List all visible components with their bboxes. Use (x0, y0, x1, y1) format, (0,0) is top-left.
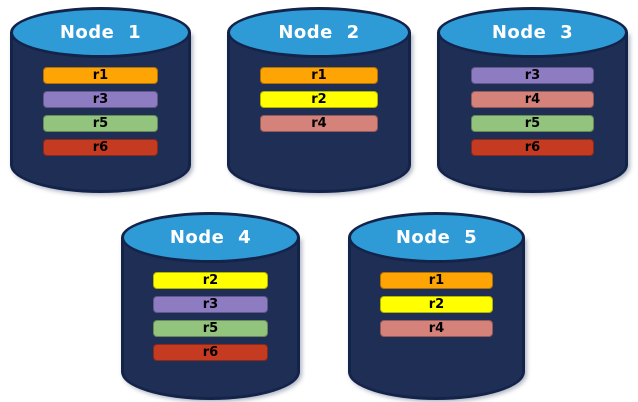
replica-label: r3 (202, 297, 219, 312)
replica-bar: r6 (471, 139, 594, 156)
replica-bar: r3 (471, 67, 594, 84)
replica-bars: r1 r2 r4 (260, 67, 378, 132)
replica-bars: r2 r3 r5 r6 (153, 272, 268, 361)
replica-label: r4 (311, 116, 327, 131)
replica-label: r4 (524, 92, 541, 107)
replica-bar: r1 (379, 272, 494, 289)
replica-label: r5 (92, 116, 109, 131)
node-label: Node 4 (169, 227, 252, 248)
replica-bar: r6 (42, 139, 159, 156)
replica-label: r2 (202, 273, 219, 288)
replica-label: r1 (311, 68, 327, 83)
node-cylinder: Node 1 r1 r3 r5 r6 (10, 7, 191, 193)
replica-bar: r2 (153, 272, 268, 289)
replica-label: r6 (92, 140, 109, 155)
replica-bar: r6 (153, 344, 268, 361)
replica-label: r5 (524, 116, 541, 131)
replica-bar: r5 (42, 115, 159, 132)
cylinder-body (10, 32, 191, 193)
node-cylinder: Node 5 r1 r2 r4 (348, 212, 525, 400)
replica-bar: r4 (471, 91, 594, 108)
replica-label: r4 (428, 321, 445, 336)
node-label: Node 1 (59, 22, 142, 43)
cylinder-top: Node 4 (121, 212, 300, 263)
replica-label: r6 (202, 345, 219, 360)
replica-label: r1 (92, 68, 109, 83)
node-label: Node 5 (395, 227, 478, 248)
node-label: Node 2 (278, 22, 360, 43)
replica-label: r3 (92, 92, 109, 107)
replica-bar: r5 (153, 320, 268, 337)
cylinder-top: Node 5 (348, 212, 525, 263)
node-cylinder: Node 3 r3 r4 r5 r6 (437, 7, 628, 193)
replica-bars: r1 r2 r4 (379, 272, 494, 337)
replica-bar: r4 (260, 115, 378, 132)
replica-bar: r1 (260, 67, 378, 84)
replica-bar: r3 (153, 296, 268, 313)
replica-bar: r2 (379, 296, 494, 313)
replica-label: r5 (202, 321, 219, 336)
cylinder-top: Node 3 (437, 7, 628, 58)
replica-label: r6 (524, 140, 541, 155)
node-cylinder: Node 4 r2 r3 r5 r6 (121, 212, 300, 400)
replica-bar: r3 (42, 91, 159, 108)
replica-label: r2 (311, 92, 327, 107)
node-cylinder: Node 2 r1 r2 r4 (227, 7, 411, 193)
replica-bar: r1 (42, 67, 159, 84)
replica-bars: r3 r4 r5 r6 (471, 67, 594, 156)
cylinder-body (437, 32, 628, 193)
cylinder-top: Node 1 (10, 7, 191, 58)
cylinder-body (348, 237, 525, 400)
replica-label: r3 (524, 68, 541, 83)
replica-bar: r4 (379, 320, 494, 337)
node-label: Node 3 (491, 22, 574, 43)
replica-bars: r1 r3 r5 r6 (42, 67, 159, 156)
replica-bar: r5 (471, 115, 594, 132)
cylinder-top: Node 2 (227, 7, 411, 58)
replica-label: r1 (428, 273, 445, 288)
cylinder-body (121, 237, 300, 400)
replica-bar: r2 (260, 91, 378, 108)
cylinder-body (227, 32, 411, 193)
replica-label: r2 (428, 297, 445, 312)
